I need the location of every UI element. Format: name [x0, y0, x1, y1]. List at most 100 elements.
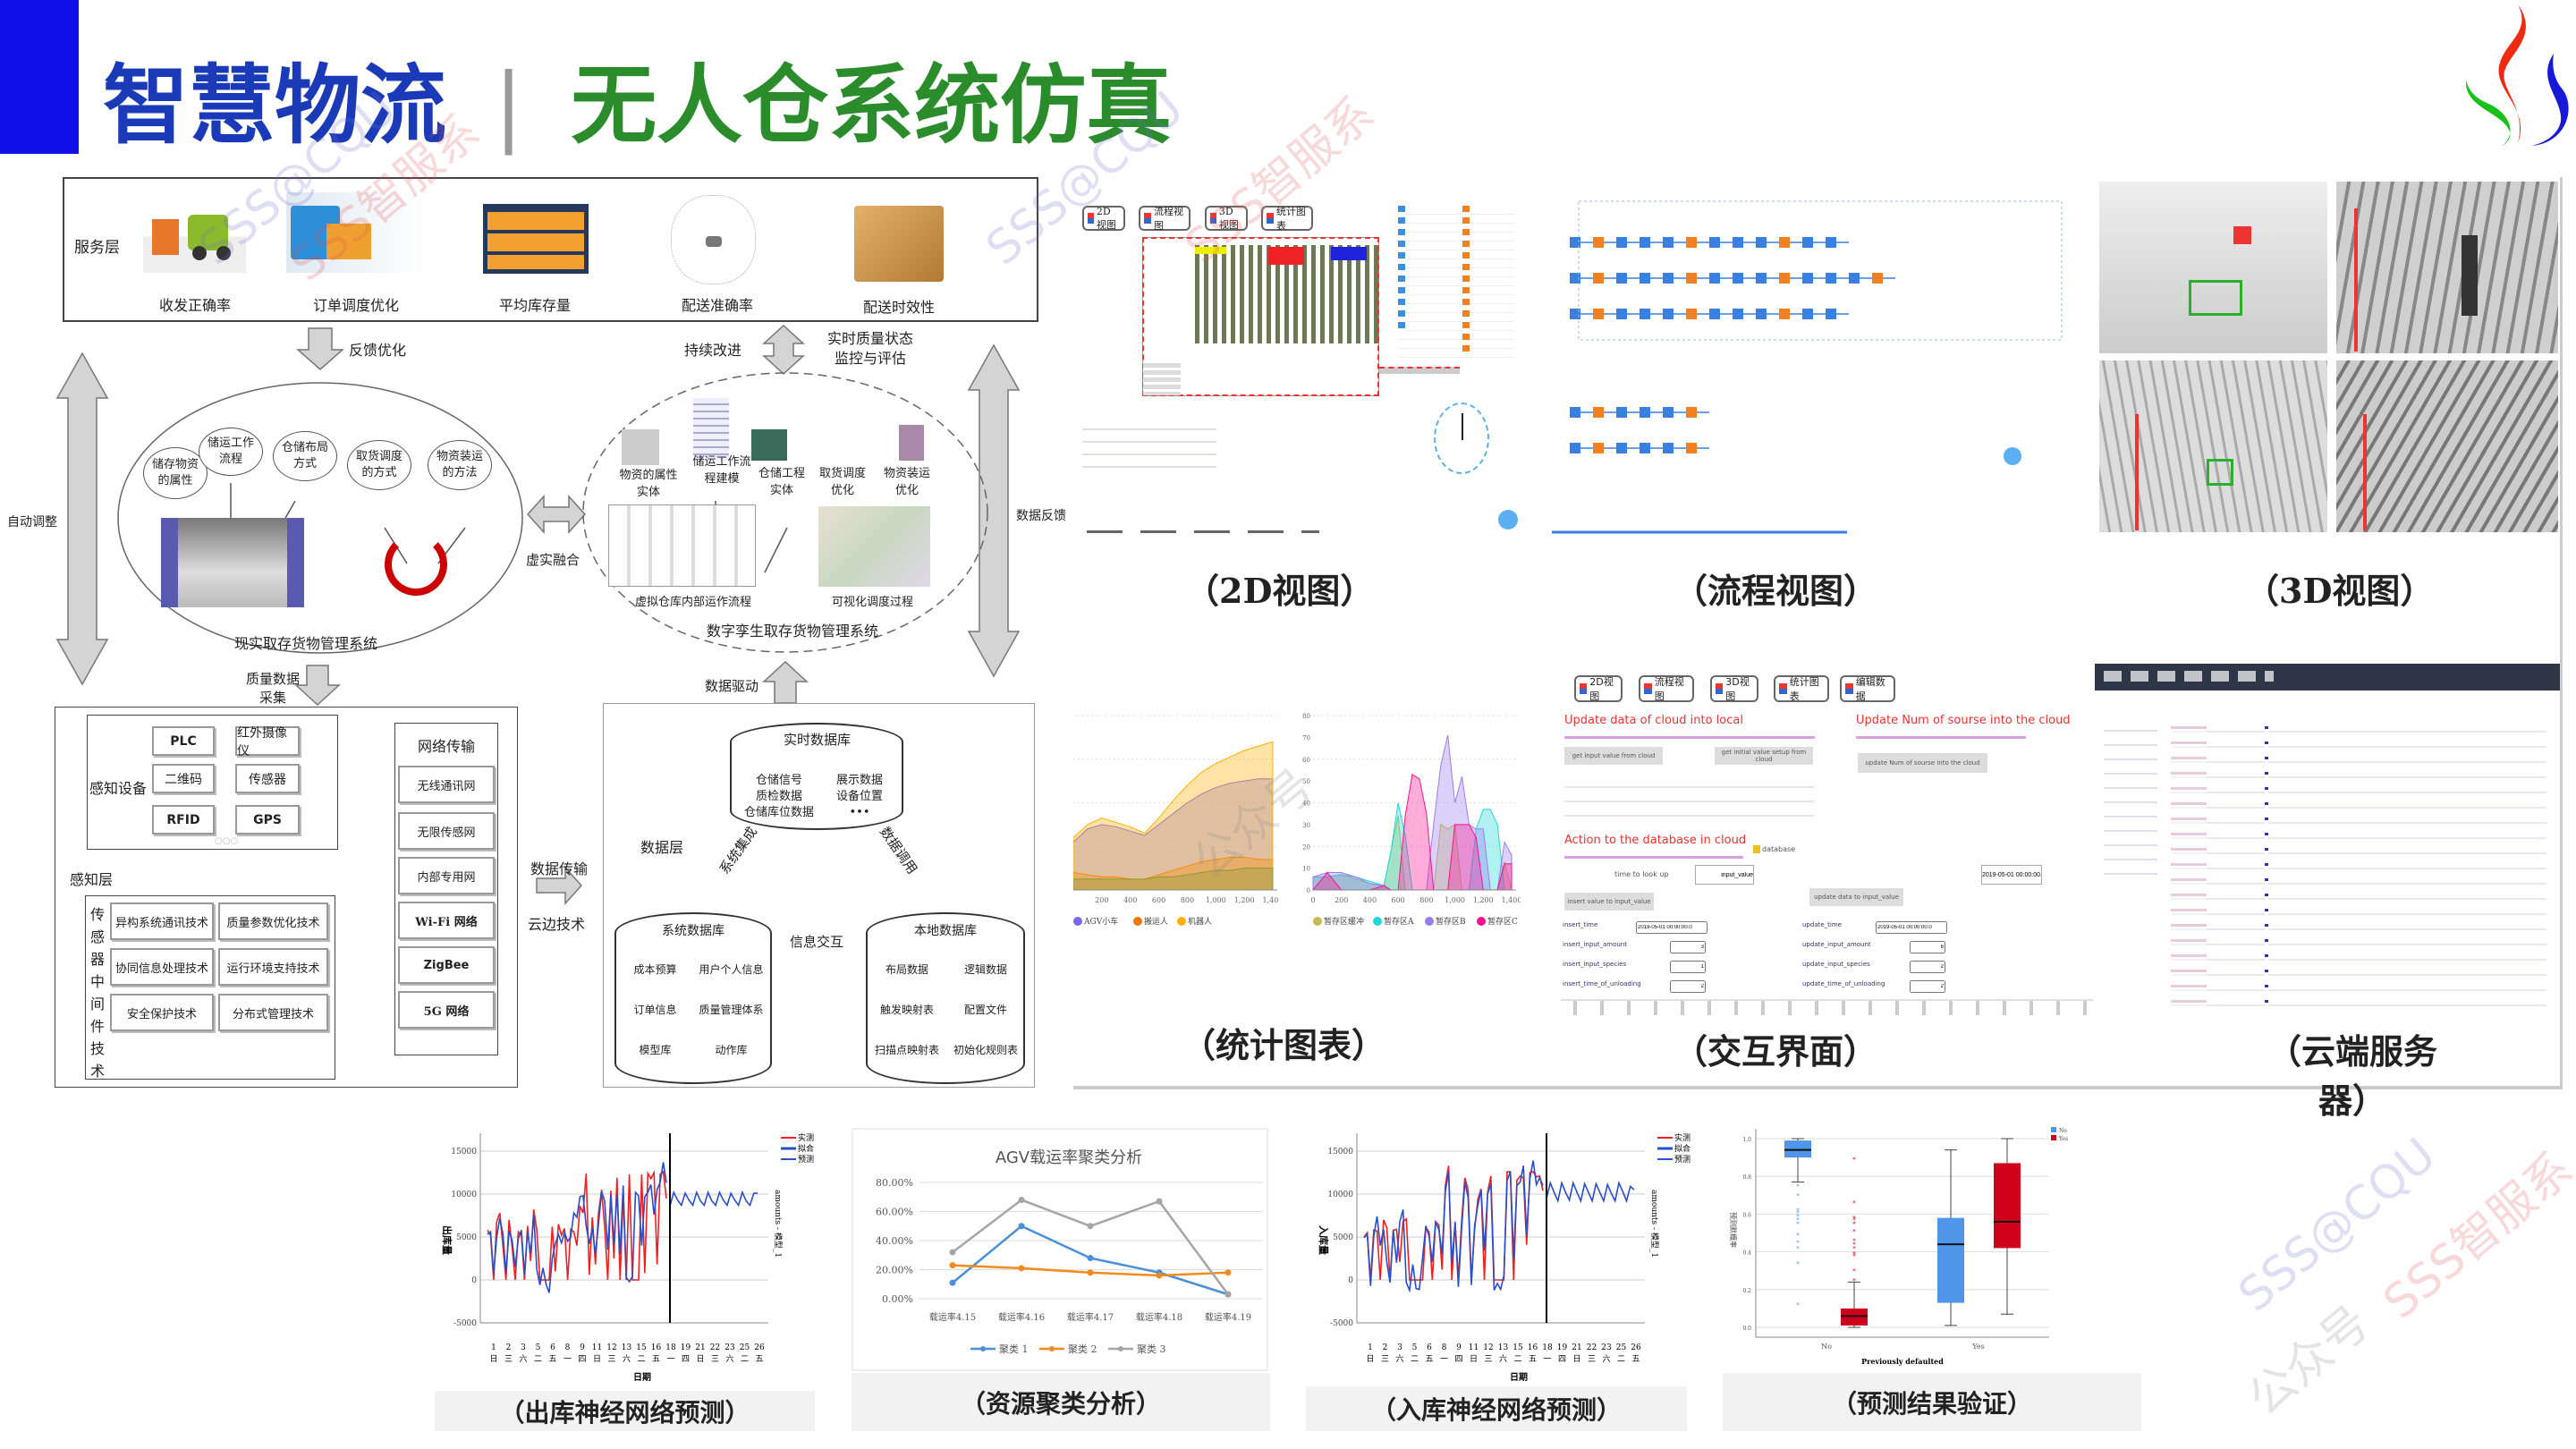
field-row: insert_time [1563, 921, 1707, 934]
field-input[interactable] [1910, 980, 1945, 993]
x-tick-label: 五 [1631, 1355, 1640, 1364]
field-input[interactable] [1910, 961, 1945, 973]
x-tick-label: 二 [1513, 1355, 1521, 1364]
field-input[interactable] [1670, 941, 1706, 953]
x-tick-label: No [1821, 1343, 1832, 1351]
get-initial-value-button[interactable]: get initial value setup from cloud [1715, 747, 1813, 765]
x-tick-label: 1,000 [1206, 896, 1226, 904]
x-tick-label: 1 [1368, 1343, 1373, 1352]
tab-3d[interactable]: 3D视图 [1710, 675, 1758, 702]
insert-value-button[interactable]: insert value to input_value [1564, 893, 1654, 911]
outlier: * [1796, 1209, 1800, 1216]
x-tick-label: 三 [504, 1355, 513, 1364]
caption-3d: （3D视图） [2245, 571, 2435, 611]
middleware-cell: 质量参数优化技术 [218, 902, 328, 940]
y-tick-label: 70 [1302, 734, 1310, 741]
view-2d: 2D视图 流程视图 3D视图 统计图表 [1078, 183, 1521, 537]
db-item: 展示数据 [835, 774, 883, 787]
x-tick-label: 11 [592, 1343, 602, 1352]
status-legend [1398, 206, 1514, 358]
x-tick-label: Yes [1971, 1343, 1984, 1351]
middleware-cell: 运行环境支持技术 [218, 948, 328, 986]
network-title: 网络传输 [398, 726, 495, 764]
x-tick-label: 载运率4.19 [1205, 1311, 1251, 1323]
tab-3d[interactable]: 3D视图 [1205, 206, 1248, 231]
legend-label: 搬运人 [1144, 916, 1168, 927]
x-tick-label: 日 [696, 1354, 704, 1364]
field-input[interactable] [1910, 941, 1945, 953]
flow-node [1640, 309, 1650, 319]
update-data-button[interactable]: update data to input_value [1809, 888, 1903, 906]
db-item: 仓储信号 [755, 774, 802, 787]
watermark: 公众号 [2238, 1295, 2380, 1427]
data-point [1018, 1265, 1025, 1272]
feedback-label: 反馈优化 [349, 342, 407, 359]
tab-2d[interactable]: 2D视图 [1574, 675, 1623, 702]
y-tick-label: 80 [1302, 713, 1310, 720]
outlier: * [1852, 1241, 1856, 1249]
y-tick-label: 10 [1302, 866, 1310, 873]
network-icon [671, 195, 756, 284]
data-driven-label: 数据驱动 [705, 678, 759, 694]
tab-stats[interactable]: 统计图表 [1774, 675, 1829, 702]
field-input[interactable] [1876, 921, 1947, 934]
x-tick-label: 13 [1498, 1343, 1509, 1352]
x-tick-label: 一 [1440, 1355, 1448, 1364]
tab-stats[interactable]: 统计图表 [1261, 206, 1313, 232]
box [1937, 1217, 1964, 1303]
stats-text [1082, 418, 1216, 471]
legend-marker [1177, 917, 1186, 926]
flow-node [1570, 443, 1580, 453]
input-value-field[interactable] [1695, 865, 1754, 885]
x-tick-label: 五 [652, 1355, 660, 1364]
tab-2d[interactable]: 2D视图 [1082, 206, 1125, 231]
fab-button[interactable] [1498, 510, 1518, 530]
chart-title: AGV载运率聚类分析 [996, 1148, 1142, 1167]
outlier: * [1796, 1192, 1800, 1199]
db-item: 订单信息 [633, 1004, 677, 1016]
x-tick-label: 15 [1513, 1343, 1523, 1352]
legend-label: 预测 [798, 1155, 814, 1165]
tab-flow[interactable]: 流程视图 [1639, 675, 1694, 702]
db-item: 触发映射表 [879, 1004, 934, 1016]
outlier: * [1796, 1208, 1800, 1215]
field-input[interactable] [1636, 921, 1707, 934]
tab-edit-data[interactable]: 编辑数据 [1840, 675, 1895, 702]
twin-factor: 储运工作流程建模 [692, 455, 751, 486]
perception-layer-label: 感知层 [70, 871, 114, 888]
get-input-value-button[interactable]: get input value from cloud [1564, 747, 1663, 765]
legend-label: 暂存区B [1436, 916, 1466, 927]
server-navbar[interactable] [2095, 664, 2560, 691]
outlier: * [1852, 1245, 1856, 1252]
time-field[interactable] [1981, 865, 2042, 885]
flow-node [1686, 309, 1697, 319]
outlier: * [1852, 1251, 1856, 1258]
caption-2d: （2D视图） [1185, 571, 1375, 611]
legend-label: Yes [2058, 1136, 2068, 1142]
middleware-label: 传感器中间件技术 [90, 906, 106, 1080]
caption-validation: （预测结果验证） [1723, 1373, 2141, 1431]
x-tick-label: 25 [1616, 1343, 1627, 1352]
field-input[interactable] [1670, 961, 1706, 973]
update-num-button[interactable]: update Num of sourse into the cloud [1858, 753, 1987, 773]
flow-node [1570, 237, 1580, 248]
x-tick-label: 1,400 [1502, 896, 1521, 904]
flow-node [1593, 309, 1604, 319]
flow-node [1593, 273, 1604, 284]
y-tick-label: 0.4 [1742, 1250, 1751, 1257]
db-item: 用户个人信息 [699, 963, 764, 976]
x-tick-label: 日 [593, 1354, 601, 1364]
caption-cloud-server: （云端服务器） [2267, 1031, 2437, 1121]
tab-label: 统计图表 [1275, 206, 1306, 232]
playback-toolbar[interactable] [1561, 999, 2093, 1015]
data-point [1018, 1197, 1025, 1203]
x-tick-label: 三 [711, 1355, 719, 1364]
outlier: * [1796, 1245, 1800, 1252]
field-input[interactable] [1670, 980, 1706, 993]
map-image [818, 506, 930, 587]
x-tick-label: 2 [506, 1343, 512, 1352]
tab-flow[interactable]: 流程视图 [1139, 206, 1191, 232]
outlier: * [1796, 1221, 1800, 1228]
heading-cloud-to-local: Update data of cloud into local [1564, 714, 1743, 727]
outlier: * [1796, 1217, 1800, 1224]
